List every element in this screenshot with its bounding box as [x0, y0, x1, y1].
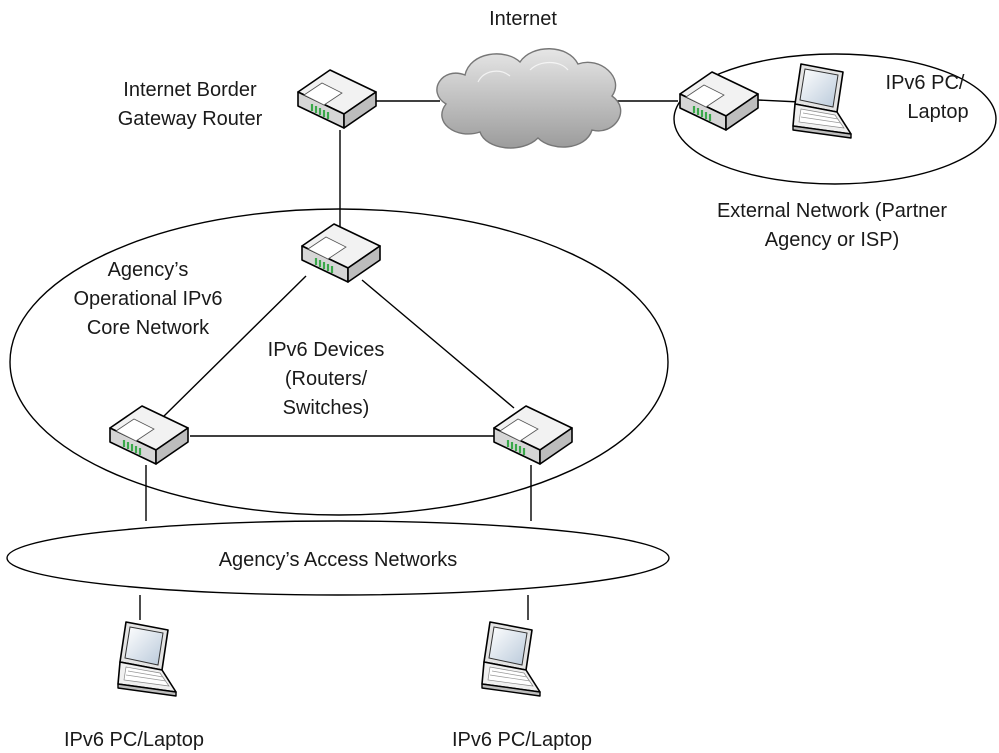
- external-pc-label-line2: Laptop: [907, 101, 968, 123]
- core-network-label-line3: Core Network: [87, 317, 210, 339]
- laptop-right-icon: [481, 621, 541, 697]
- pc-right-label: IPv6 PC/Laptop: [452, 729, 592, 751]
- core-network-zone: [9, 208, 669, 516]
- devices-label-line3: Switches): [283, 397, 370, 419]
- external-router-icon: [678, 70, 760, 132]
- external-network-label-line1: External Network (Partner: [717, 200, 947, 222]
- access-networks-zone: [6, 520, 670, 596]
- network-links: [139, 99, 801, 620]
- core-network-label-line1: Agency’s: [108, 259, 189, 281]
- internet-cloud-icon: [436, 48, 622, 149]
- external-laptop-icon: [792, 63, 852, 139]
- core-router-top-icon: [300, 222, 382, 284]
- devices-label-line1: IPv6 Devices: [268, 339, 385, 361]
- external-network-zone: [673, 53, 997, 185]
- core-network-label-line2: Operational IPv6: [74, 288, 223, 310]
- laptop-left-icon: [117, 621, 177, 697]
- pc-left-label: IPv6 PC/Laptop: [64, 729, 204, 751]
- core-router-left-icon: [108, 404, 190, 466]
- border-router-label-line2: Gateway Router: [118, 108, 263, 130]
- external-network-label-line2: Agency or ISP): [765, 229, 900, 251]
- devices-label-line2: (Routers/: [285, 368, 368, 390]
- internet-label: Internet: [489, 8, 557, 30]
- access-networks-label: Agency’s Access Networks: [219, 549, 458, 571]
- external-pc-label-line1: IPv6 PC/: [886, 72, 965, 94]
- core-router-right-icon: [492, 404, 574, 466]
- border-router-icon: [296, 68, 378, 130]
- border-router-label-line1: Internet Border: [123, 79, 257, 101]
